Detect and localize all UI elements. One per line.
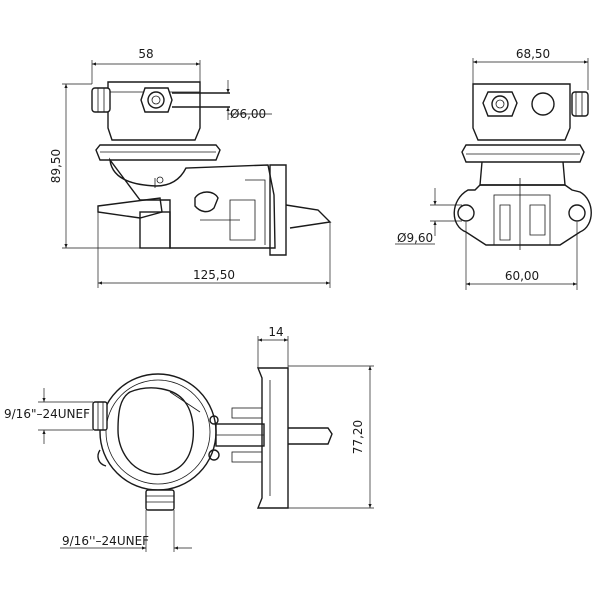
dim-side-outlet-diameter: Ø6,00 bbox=[230, 107, 266, 121]
side-view bbox=[91, 81, 332, 256]
dim-front-hole-diameter: Ø9,60 bbox=[397, 231, 433, 245]
dim-side-height: 89,50 bbox=[49, 149, 63, 183]
front-view-dimensions: 68,50 Ø9,60 60,00 bbox=[395, 47, 589, 290]
dim-top-thread-bottom: 9/16''–24UNEF bbox=[62, 534, 149, 548]
dim-front-top-width: 68,50 bbox=[516, 47, 550, 61]
top-view-dimensions: 14 77,20 9/16"–24UNEF 9/16''–24UNEF bbox=[4, 325, 374, 552]
dim-top-thread-left: 9/16"–24UNEF bbox=[4, 407, 90, 421]
dim-side-total-length: 125,50 bbox=[193, 268, 235, 282]
dim-front-hole-spacing: 60,00 bbox=[505, 269, 539, 283]
front-view bbox=[453, 83, 592, 250]
dim-top-flange-thickness: 14 bbox=[268, 325, 283, 339]
top-view bbox=[92, 367, 333, 511]
dim-top-flange-height: 77,20 bbox=[351, 420, 365, 454]
dim-side-top-width: 58 bbox=[138, 47, 153, 61]
side-view-dimensions: 58 Ø6,00 89,50 125,50 bbox=[49, 47, 331, 288]
